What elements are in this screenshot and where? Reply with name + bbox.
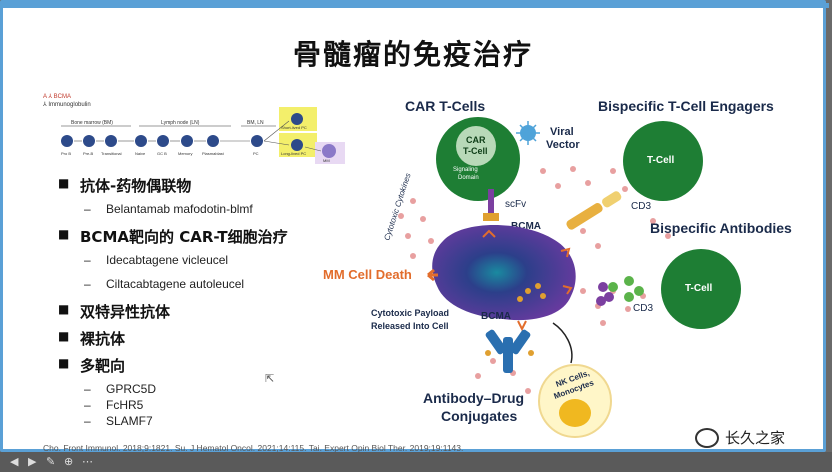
cell-pro-b: Pro B [61, 151, 71, 156]
car-t-title: CAR T-Cells [405, 98, 485, 114]
signaling-label: Signaling [453, 167, 478, 173]
cell-transitional: Transitional [101, 151, 122, 156]
adc-title-line2: Conjugates [441, 408, 517, 424]
slide-top-border [3, 3, 829, 8]
bullet-multi-target: 多靶向 [58, 355, 288, 382]
stage-bm-ln: BM, LN [247, 120, 264, 126]
mouse-cursor-icon: ⇱ [265, 373, 275, 385]
lineage-legend: A ⅄ BCMA ⅄ Immunoglobulin [43, 94, 91, 108]
wechat-icon [695, 428, 719, 448]
bite-title: Bispecific T-Cell Engagers [598, 98, 774, 114]
bite-molecule [566, 191, 622, 230]
adc-title-line1: Antibody–Drug [423, 390, 524, 406]
bcma-top-label: BCMA [511, 221, 541, 232]
bite-t-cell [623, 121, 703, 201]
mm-death-arrow [427, 268, 438, 282]
scfv-label: scFv [505, 199, 526, 210]
cd3-top-label: CD3 [631, 201, 651, 212]
cell-memory: Memory [178, 151, 192, 156]
citation: Cho. Front Immunol. 2018;9:1821. Su. J H… [43, 443, 464, 453]
more-options-icon[interactable]: ⋯ [82, 456, 93, 468]
cell-long-lived-pc: Long-lived PC [281, 151, 306, 156]
cell-gc-b: GC B [157, 151, 167, 156]
cell-plasmablast: Plasmablast [202, 151, 225, 156]
legend-immunoglobulin: Immunoglobulin [48, 102, 91, 108]
viral-label: Viral [550, 126, 574, 138]
zoom-icon[interactable]: ⊕ [64, 456, 74, 468]
mechanism-diagram: CAR T-Cells Bispecific T-Cell Engagers B… [323, 98, 792, 438]
prev-slide-icon[interactable]: ◀ [10, 456, 19, 468]
cell-naive: Naive [135, 151, 146, 156]
mm-cell-death-label: MM Cell Death [323, 267, 412, 282]
cytotoxic-cytokines-label: Cytotoxic Cytokines [382, 172, 412, 242]
cell-pre-b: Pre-B [83, 151, 94, 156]
adc-antibody-icon [485, 329, 534, 373]
legend-bcma: BCMA [53, 94, 72, 100]
cd3-mid-label: CD3 [633, 303, 653, 314]
slide-title: 骨髓瘤的免疫治疗 [292, 38, 533, 71]
sub-bullet-gprc5d: GPRC5D [58, 382, 288, 398]
bite-t-cell-label: T-Cell [647, 155, 674, 166]
bullet-car-t: BCMA靶向的 CAR-T细胞治疗 [58, 226, 288, 253]
slide: 骨髓瘤的免疫治疗 A ⅄ BCMA ⅄ Immunoglobulin Bone … [0, 0, 826, 452]
payload-label-line2: Released Into Cell [371, 321, 449, 331]
pen-icon[interactable]: ✎ [46, 456, 56, 468]
cell-pc: PC [253, 151, 259, 156]
bullet-list: 抗体-药物偶联物 Belantamab mafodotin-blmf BCMA靶… [58, 175, 288, 430]
watermark: 长久之家 [725, 429, 786, 447]
cell-short-lived-pc: Short-lived PC [281, 125, 307, 130]
bispecific-antibodies-title: Bispecific Antibodies [650, 220, 792, 236]
multiple-myeloma-cell [432, 225, 576, 321]
bullet-adc: 抗体-药物偶联物 [58, 175, 288, 202]
sub-bullet-fchr5: FcHR5 [58, 398, 288, 414]
bsab-t-cell-label: T-Cell [685, 283, 712, 294]
presentation-bottom-bar [0, 452, 832, 472]
stage-bone-marrow: Bone marrow (BM) [71, 120, 113, 126]
viral-vector-icon [516, 121, 540, 145]
bcma-bottom-label: BCMA [481, 311, 511, 322]
sub-bullet-ciltacabtagene: Ciltacabtagene autoleucel [58, 277, 288, 301]
nk-arrow [552, 322, 573, 364]
bsab-t-cell [661, 249, 741, 329]
bispecific-antibody-icon [596, 276, 644, 306]
car-t-cell-label: T-Cell [463, 146, 488, 156]
car-label: CAR [466, 135, 486, 145]
payload-label-line1: Cytotoxic Payload [371, 308, 449, 318]
bullet-naked-antibody: 裸抗体 [58, 328, 288, 355]
sub-bullet-belantamab: Belantamab mafodotin-blmf [58, 202, 288, 226]
vector-label: Vector [546, 139, 580, 151]
sub-bullet-slamf7: SLAMF7 [58, 414, 288, 430]
bullet-bispecific: 双特异性抗体 [58, 301, 288, 328]
cell-mm: MM [323, 158, 330, 163]
domain-label: Domain [458, 175, 479, 181]
stage-lymph-node: Lymph node (LN) [161, 120, 200, 126]
sub-bullet-idecabtagene: Idecabtagene vicleucel [58, 253, 288, 277]
cytokine-dots [398, 166, 671, 394]
b-cell-lineage-figure: Bone marrow (BM) Lymph node (LN) BM, LN … [61, 107, 345, 164]
next-slide-icon[interactable]: ▶ [28, 456, 37, 468]
